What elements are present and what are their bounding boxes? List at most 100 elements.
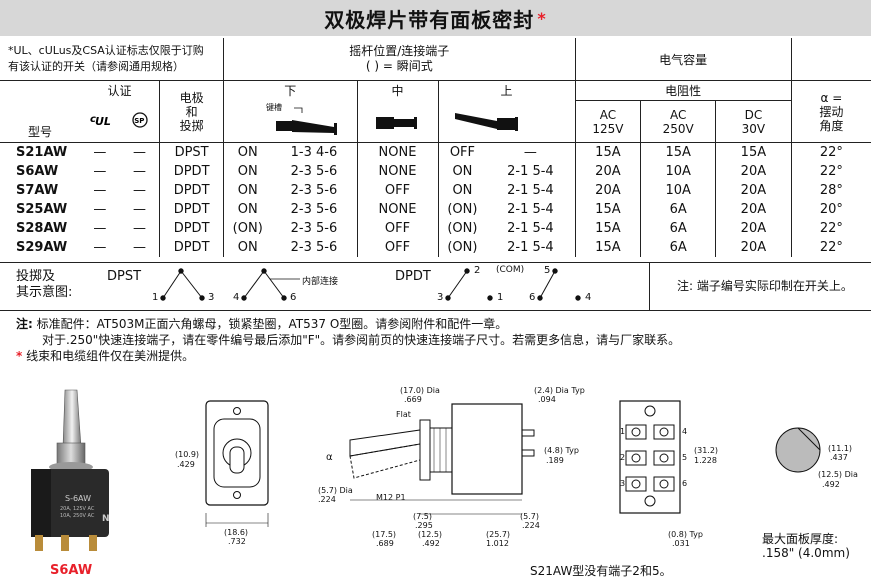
cell-up-state: (ON) bbox=[447, 240, 478, 255]
rear-terminal-2: 2 bbox=[620, 453, 626, 462]
cell-ul: — bbox=[93, 145, 107, 160]
title-bar: 双极焊片带有面板密封 * bbox=[0, 0, 871, 36]
dim-669: .669 bbox=[404, 395, 422, 404]
pole-header-1: 电极 bbox=[179, 90, 204, 105]
diagram-label-1: 投掷及 bbox=[16, 269, 56, 284]
rocker-subheader: ( ) = 瞬间式 bbox=[365, 59, 433, 73]
rocker-header: 摇杆位置/连接端子 bbox=[349, 44, 450, 58]
note-asterisk: * bbox=[16, 349, 23, 363]
rear-terminal-3: 3 bbox=[620, 479, 626, 488]
csa-mark-icon: SP bbox=[131, 112, 148, 128]
cell-dc30: 20A bbox=[715, 238, 792, 257]
dim-24: (2.4) Dia Typ bbox=[534, 386, 585, 395]
dim-224b: .224 bbox=[522, 521, 540, 530]
cell-down-state: ON bbox=[237, 183, 258, 198]
cell-up-terminals: 2-1 5-4 bbox=[486, 200, 576, 219]
cell-angle: 22° bbox=[819, 240, 843, 255]
cell-dc30: 20A bbox=[715, 162, 792, 181]
dpdt-terminal-1-label: 1 bbox=[497, 292, 504, 303]
dpdt-label: DPDT bbox=[395, 269, 431, 284]
terminal-note: 注: 端子编号实际印制在开关上。 bbox=[677, 279, 853, 293]
dim-295: .295 bbox=[415, 521, 433, 530]
cell-up-terminals: 2-1 5-4 bbox=[486, 238, 576, 257]
cell-mid-state: NONE bbox=[357, 142, 439, 162]
cell-ul: — bbox=[93, 202, 107, 217]
cell-down-terminals: 2-3 5-6 bbox=[271, 181, 358, 200]
dim-031: .031 bbox=[672, 539, 690, 548]
cell-ac250: 6A bbox=[640, 219, 717, 238]
cell-up-state: (ON) bbox=[447, 202, 478, 217]
ac250-header-2: 250V bbox=[662, 121, 694, 136]
cell-ul: — bbox=[93, 240, 107, 255]
cert-header: 认证 bbox=[79, 80, 161, 101]
cell-mid-state: OFF bbox=[357, 238, 439, 257]
table-row: S29AW — — DPDT ON 2-3 5-6 OFF (ON) 2-1 5… bbox=[0, 238, 871, 257]
throw-diagram-row: 投掷及 其示意图: DPST DPDT 1 3 4 6 内部连接 2 (COM)… bbox=[0, 262, 871, 311]
cell-pole: DPST bbox=[159, 142, 225, 162]
position-down-label: 下 bbox=[284, 84, 297, 98]
switch-rating-print-2: 10A, 250V AC bbox=[60, 513, 95, 519]
cert-note-line1: *UL、cULus及CSA认证标志仅限于订购 bbox=[8, 44, 204, 57]
dim-429: .429 bbox=[177, 460, 195, 469]
switch-n-mark: N bbox=[102, 514, 110, 524]
cell-up-terminals: — bbox=[486, 142, 576, 162]
switch-rating-print-1: 20A, 125V AC bbox=[60, 506, 95, 512]
pole-header-3: 投掷 bbox=[179, 118, 204, 133]
note-standard-accessories: 标准配件：AT503M正面六角螺母，锁紧垫圈，AT537 O型圈。请参阅附件和配… bbox=[36, 317, 508, 331]
cell-angle: 22° bbox=[819, 221, 843, 236]
panel-thickness-label: 最大面板厚度: bbox=[762, 532, 839, 546]
cell-mid-state: NONE bbox=[357, 200, 439, 219]
cell-up-terminals: 2-1 5-4 bbox=[486, 162, 576, 181]
dim-257: (25.7) bbox=[486, 530, 511, 539]
cell-down-terminals: 2-3 5-6 bbox=[271, 238, 358, 257]
electrical-capacity-header: 电气容量 bbox=[575, 38, 792, 81]
ul-mark-icon: c UL bbox=[90, 114, 111, 128]
dim-175: (17.5) bbox=[372, 530, 397, 539]
cell-csa: — bbox=[119, 162, 161, 181]
dpdt-terminal-2-label: 2 bbox=[474, 265, 481, 276]
dim-48: (4.8) Typ bbox=[544, 446, 579, 455]
dim-m12: M12 P1 bbox=[376, 493, 406, 502]
rear-terminal-1: 1 bbox=[620, 427, 626, 436]
resistive-header: 电阻性 bbox=[575, 80, 792, 102]
rocker-down-icon bbox=[276, 107, 338, 135]
terminal-1-label: 1 bbox=[152, 292, 159, 303]
dim-alpha: α bbox=[326, 452, 333, 463]
dim-732: .732 bbox=[228, 537, 246, 546]
cell-dc30: 20A bbox=[715, 219, 792, 238]
cell-ac125: 20A bbox=[575, 181, 642, 200]
dim-flat: Flat bbox=[396, 410, 411, 419]
terminal-4-label: 4 bbox=[233, 292, 240, 303]
cell-ac125: 15A bbox=[575, 219, 642, 238]
switch-model-print: S-6AW bbox=[65, 494, 91, 503]
cell-ac250: 6A bbox=[640, 238, 717, 257]
switch-photo bbox=[31, 389, 109, 551]
page-title: 双极焊片带有面板密封 bbox=[324, 7, 535, 32]
diagram-label-2: 其示意图: bbox=[16, 285, 73, 300]
cell-down-terminals: 2-3 5-6 bbox=[271, 162, 358, 181]
cell-down-terminals: 2-3 5-6 bbox=[271, 200, 358, 219]
side-view-drawing bbox=[349, 403, 535, 515]
cell-ac125: 20A bbox=[575, 162, 642, 181]
cell-csa: — bbox=[119, 238, 161, 257]
cell-down-state: ON bbox=[237, 164, 258, 179]
photo-label: S6AW bbox=[50, 563, 93, 578]
dim-492: .492 bbox=[422, 539, 440, 548]
cell-model: S28AW bbox=[16, 221, 68, 236]
cell-angle: 28° bbox=[819, 183, 843, 198]
cell-mid-state: NONE bbox=[357, 162, 439, 181]
cell-ul: — bbox=[93, 164, 107, 179]
cell-mid-state: OFF bbox=[357, 219, 439, 238]
rear-terminal-6: 6 bbox=[682, 479, 688, 488]
svg-text:c: c bbox=[90, 114, 96, 125]
dim-57b: (5.7) bbox=[520, 512, 539, 521]
cell-down-terminals: 1-3 4-6 bbox=[271, 142, 358, 162]
dim-1012: 1.012 bbox=[486, 539, 509, 548]
dpdt-terminal-4-label: 4 bbox=[585, 292, 592, 303]
note-label: 注: bbox=[16, 317, 33, 331]
dim-109: (10.9) bbox=[175, 450, 200, 459]
position-up-label: 上 bbox=[500, 84, 513, 98]
panel-cutout-drawing bbox=[775, 427, 821, 473]
throw-schematic bbox=[160, 268, 581, 301]
cell-up-state: ON bbox=[452, 183, 473, 198]
